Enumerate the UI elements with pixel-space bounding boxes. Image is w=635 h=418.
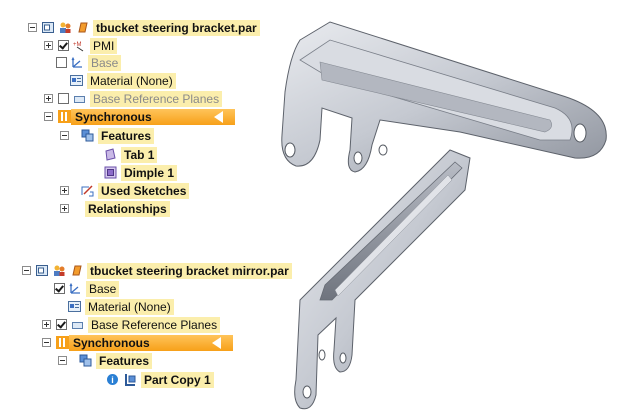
part-window-icon [42,22,54,33]
coordinate-system-icon [69,282,80,294]
coordinate-system-icon [71,56,82,68]
pmi-label: PMI [90,37,118,54]
part-doc-icon [72,265,82,276]
tree1-relationships-row[interactable]: Relationships [60,200,170,217]
part-copy-label: Part Copy 1 [141,371,214,388]
material-icon [68,301,81,312]
tree2-root-row[interactable]: tbucket steering bracket mirror.par [22,262,292,279]
tree1-root-row[interactable]: tbucket steering bracket.par [28,19,260,36]
collapse-icon[interactable] [44,112,53,121]
collapse-icon[interactable] [42,338,51,347]
tree2-material-row[interactable]: Material (None) [68,298,174,315]
users-icon [60,22,71,33]
tree1-root-label: tbucket steering bracket.par [93,19,260,36]
tree2-base-row[interactable]: Base [54,280,120,297]
tree1-pmi-row[interactable]: +M PMI [44,37,118,54]
tree1-material-row[interactable]: Material (None) [70,72,176,89]
features-label: Features [96,352,153,369]
sketch-icon [81,185,94,197]
expand-icon[interactable] [60,186,69,195]
tree2-root-label: tbucket steering bracket mirror.par [87,262,292,279]
base-checkbox[interactable] [54,283,65,294]
collapse-arrow-icon[interactable] [212,336,221,349]
tree2-features-row[interactable]: Features [58,352,153,369]
expand-icon[interactable] [44,41,53,50]
synchronous-bar[interactable]: Synchronous [71,108,235,125]
tree1-dimple-row[interactable]: Dimple 1 [104,164,178,181]
collapse-arrow-icon[interactable] [214,110,223,123]
collapse-icon[interactable] [22,266,31,275]
pmi-icon: +M [73,42,84,52]
tree1-base-row[interactable]: Base [56,54,122,71]
ref-planes-label: Base Reference Planes [90,90,223,107]
tree2-synchronous-row[interactable]: Synchronous [42,334,233,351]
part-window-icon [36,265,48,276]
reference-plane-icon [72,322,83,329]
users-icon [54,265,65,276]
tree1-tab-row[interactable]: Tab 1 [104,146,158,163]
tab-feature-icon [105,148,116,161]
dimple-feature-icon [104,166,117,179]
synchronous-label: Synchronous [75,109,152,124]
tree1-ref-planes-row[interactable]: Base Reference Planes [44,90,223,107]
synchronous-label: Synchronous [73,335,150,350]
base-checkbox[interactable] [56,57,67,68]
features-label: Features [98,127,155,144]
used-sketches-label: Used Sketches [98,182,190,199]
mirror-bracket-model[interactable] [294,149,471,410]
synchronous-icon [56,336,69,349]
tab-label: Tab 1 [121,146,158,163]
tree1-synchronous-row[interactable]: Synchronous [44,108,235,125]
material-icon [70,75,83,86]
collapse-icon[interactable] [58,356,67,365]
collapse-icon[interactable] [60,131,69,140]
collapse-icon[interactable] [28,23,37,32]
features-icon [81,129,94,142]
tree2-ref-planes-row[interactable]: Base Reference Planes [42,316,221,333]
part-doc-icon [78,22,88,33]
pmi-checkbox[interactable] [58,40,69,51]
part-copy-icon [125,374,136,386]
material-label: Material (None) [85,298,174,315]
ref-planes-checkbox[interactable] [56,319,67,330]
expand-icon[interactable] [44,94,53,103]
tree2-part-copy-row[interactable]: i Part Copy 1 [107,371,214,388]
synchronous-icon [58,110,71,123]
tree1-features-row[interactable]: Features [60,127,155,144]
steering-bracket-model[interactable] [281,21,607,173]
base-label: Base [86,280,120,297]
base-label: Base [88,54,122,71]
info-icon[interactable]: i [107,374,118,385]
relationships-label: Relationships [85,200,170,217]
features-icon [79,354,92,367]
tree1-used-sketches-row[interactable]: Used Sketches [60,182,190,199]
material-label: Material (None) [87,72,176,89]
synchronous-bar[interactable]: Synchronous [69,334,233,351]
ref-planes-label: Base Reference Planes [88,316,221,333]
ref-planes-checkbox[interactable] [58,93,69,104]
expand-icon[interactable] [60,204,69,213]
svg-text:+M: +M [73,42,82,48]
expand-icon[interactable] [42,320,51,329]
reference-plane-icon [74,96,85,103]
dimple-label: Dimple 1 [121,164,178,181]
